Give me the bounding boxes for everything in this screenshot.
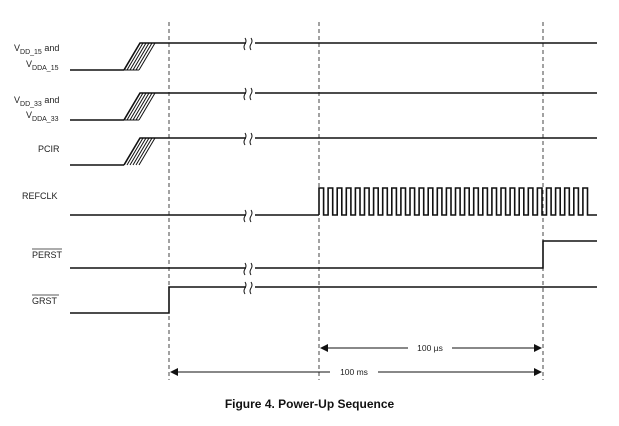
break-marks (243, 37, 253, 295)
refclk-label: REFCLK (22, 191, 58, 201)
vdd15-label-line2: VDDA_15 (26, 59, 59, 72)
refclk-clock-pulses (318, 187, 597, 216)
grst-waveform (70, 286, 597, 314)
vdd33-waveform (70, 92, 597, 121)
pcir-waveform (70, 137, 597, 166)
grst-label: GRST (32, 296, 58, 306)
dimension-100us: 100 µs (320, 343, 542, 353)
dimension-100ms: 100 ms (170, 367, 542, 377)
perst-waveform (70, 240, 597, 269)
vdd33-label-line1: VDD_33 and (14, 95, 59, 108)
pcir-label: PCIR (38, 144, 60, 154)
label-100us: 100 µs (417, 343, 443, 353)
vdd15-waveform (70, 42, 597, 71)
label-100ms: 100 ms (340, 367, 368, 377)
vdd33-label-line2: VDDA_33 (26, 110, 59, 123)
perst-label: PERST (32, 250, 63, 260)
refclk-waveform (70, 187, 597, 216)
figure-caption: Figure 4. Power-Up Sequence (224, 397, 395, 411)
vdd15-label-line1: VDD_15 and (14, 43, 59, 56)
